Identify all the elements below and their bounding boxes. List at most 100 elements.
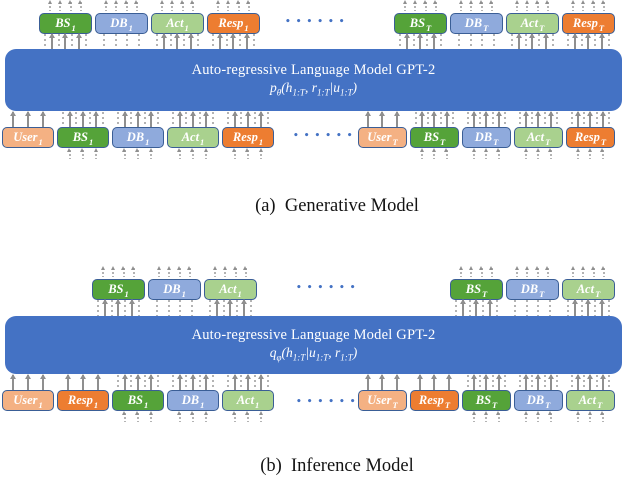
token-label: RespT	[574, 129, 607, 147]
solid-up-arrow-icon	[365, 111, 372, 127]
dotted-line-icon	[493, 34, 496, 50]
dotted-up-arrow-icon	[600, 148, 605, 159]
solid-up-arrow-icon	[217, 33, 224, 50]
token-label: DBT	[464, 15, 489, 33]
dotted-mini-arrows	[57, 411, 109, 424]
token-box-bs-1: BS1	[57, 127, 109, 148]
token-label: UserT	[367, 129, 398, 147]
dotted-line-icon	[156, 34, 159, 50]
token-label: Resp1	[232, 129, 264, 147]
dotted-up-arrow-icon	[458, 0, 463, 11]
dotted-up-arrow-icon	[232, 411, 237, 422]
token-column-act-1: Act1	[222, 374, 274, 424]
dotted-up-arrow-icon	[134, 0, 139, 11]
dotted-up-arrow-icon	[47, 0, 52, 11]
dotted-up-arrow-icon	[479, 0, 484, 11]
dotted-line-icon	[143, 112, 146, 127]
connector-arrows	[112, 374, 164, 390]
dotted-up-arrow-icon	[131, 266, 136, 277]
token-label: ActT	[520, 15, 545, 33]
dotted-mini-arrows	[562, 266, 615, 279]
dotted-up-arrow-icon	[212, 266, 217, 277]
token-column-db-T: DBT	[506, 266, 559, 316]
solid-up-arrow-icon	[547, 374, 554, 390]
dotted-line-icon	[524, 34, 527, 50]
dotted-up-arrow-icon	[601, 266, 606, 277]
token-column-act-T: ActT	[566, 374, 615, 424]
dotted-line-icon	[607, 375, 610, 390]
solid-up-arrow-icon	[471, 111, 478, 127]
dotted-line-icon	[236, 300, 239, 316]
dotted-up-arrow-icon	[524, 266, 529, 277]
dotted-up-arrow-icon	[148, 411, 153, 422]
dotted-line-icon	[412, 34, 415, 50]
solid-up-arrow-icon	[535, 374, 542, 390]
dotted-up-arrow-icon	[258, 148, 263, 159]
token-label: DB1	[163, 281, 186, 299]
dotted-line-icon	[227, 112, 230, 127]
dotted-up-arrow-icon	[402, 0, 407, 11]
token-label: BS1	[55, 15, 76, 33]
dotted-up-arrow-icon	[225, 0, 230, 11]
dotted-line-icon	[126, 34, 129, 50]
dotted-line-icon	[468, 300, 471, 316]
solid-up-arrow-icon	[231, 374, 238, 390]
dotted-mini-arrows	[167, 148, 219, 161]
dotted-line-icon	[183, 34, 186, 50]
token-label: BS1	[108, 281, 129, 299]
solid-up-arrow-icon	[599, 111, 606, 127]
dotted-up-arrow-icon	[591, 266, 596, 277]
token-box-user-T: UserT	[358, 390, 407, 411]
solid-up-arrow-icon	[575, 111, 582, 127]
dotted-mini-arrows	[358, 411, 407, 424]
dotted-line-icon	[240, 375, 243, 390]
dotted-up-arrow-icon	[245, 148, 250, 159]
dotted-line-icon	[551, 34, 554, 50]
dotted-line-icon	[495, 300, 498, 316]
dotted-line-icon	[607, 112, 610, 127]
token-label: Act1	[219, 281, 242, 299]
b-input-ellipsis: ••••••	[296, 397, 361, 407]
token-box-act-1: Act1	[222, 390, 274, 411]
dotted-up-arrow-icon	[575, 411, 580, 422]
connector-arrows	[207, 33, 260, 50]
dotted-up-arrow-icon	[215, 0, 220, 11]
solid-up-arrow-icon	[128, 299, 135, 316]
a-input-ellipsis: ••••••	[293, 131, 358, 141]
solid-up-arrow-icon	[471, 374, 478, 390]
dotted-line-icon	[117, 112, 120, 127]
solid-up-arrow-icon	[66, 111, 73, 127]
solid-up-arrow-icon	[148, 374, 155, 390]
dotted-up-arrow-icon	[523, 411, 528, 422]
token-label: BST	[409, 15, 432, 33]
dotted-line-icon	[531, 112, 534, 127]
dotted-line-icon	[607, 300, 610, 316]
dotted-up-arrow-icon	[190, 148, 195, 159]
solid-up-arrow-icon	[535, 111, 542, 127]
connector-arrows	[151, 33, 204, 50]
dotted-line-icon	[479, 375, 482, 390]
dotted-up-arrow-icon	[246, 0, 251, 11]
dotted-line-icon	[249, 300, 252, 316]
token-label: DBT	[526, 392, 551, 410]
dotted-line-icon	[479, 112, 482, 127]
dotted-mini-arrows	[95, 0, 148, 13]
dotted-line-icon	[227, 375, 230, 390]
dotted-up-arrow-icon	[580, 266, 585, 277]
dotted-line-icon	[537, 300, 540, 316]
dotted-mini-arrows	[2, 148, 54, 161]
solid-up-arrow-icon	[443, 111, 450, 127]
dotted-up-arrow-icon	[68, 0, 73, 11]
connector-arrows	[514, 111, 563, 127]
token-column-db-1: DB1	[167, 374, 219, 424]
solid-up-arrow-icon	[516, 33, 523, 50]
token-column-user-T: UserT	[358, 374, 407, 424]
dotted-mini-arrows	[566, 411, 615, 424]
token-column-bs-1: BS1	[92, 266, 145, 316]
solid-up-arrow-icon	[231, 111, 238, 127]
dotted-mini-arrows	[562, 0, 615, 13]
dotted-line-icon	[481, 34, 484, 50]
dotted-line-icon	[130, 112, 133, 127]
connector-arrows	[222, 111, 274, 127]
token-label: User1	[13, 129, 43, 147]
